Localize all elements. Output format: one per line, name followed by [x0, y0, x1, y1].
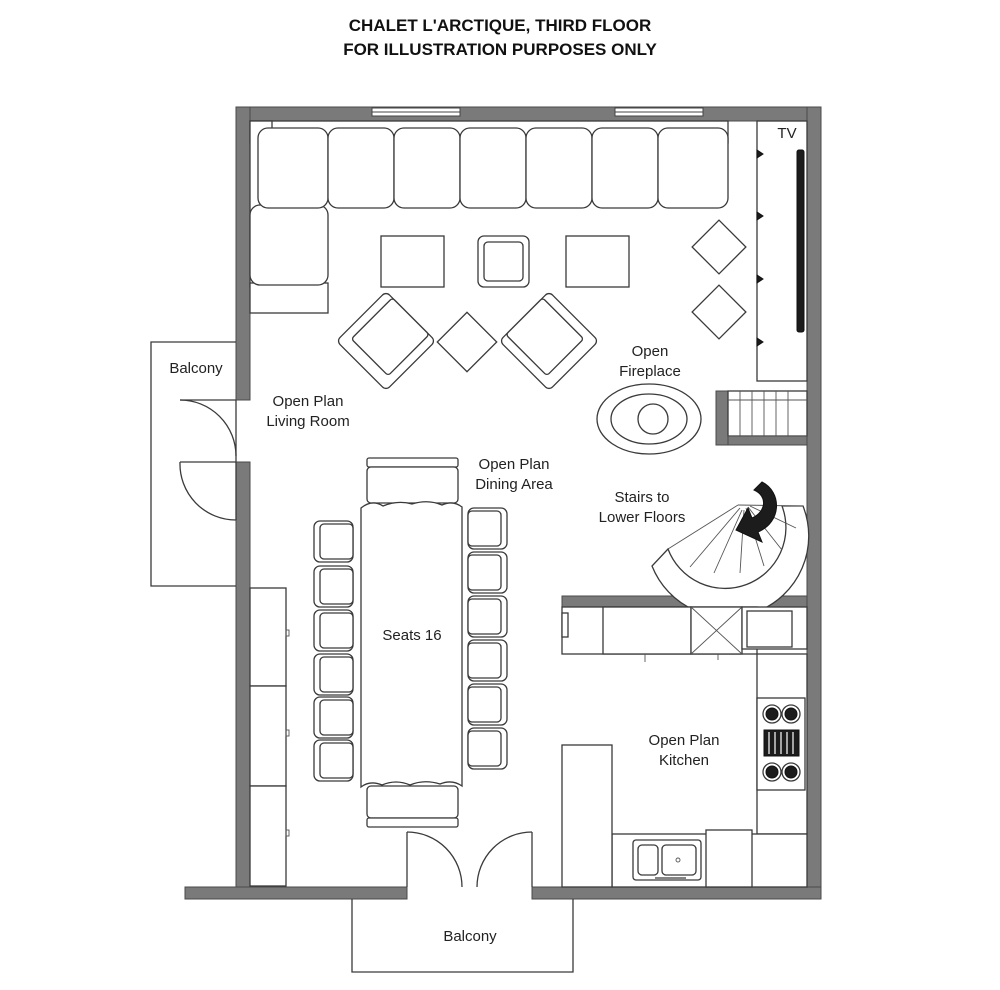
stairs-label-line2: Lower Floors: [599, 509, 686, 526]
fireplace: [596, 383, 702, 455]
coffee-tables: [380, 219, 747, 373]
living-room-label-line1: Open Plan: [273, 393, 344, 410]
dining-chairs-right: [467, 507, 508, 770]
balcony-south-label: Balcony: [443, 928, 497, 945]
balcony-west: Balcony: [150, 341, 236, 587]
outer-walls: [184, 106, 822, 900]
double-door-icon[interactable]: [179, 399, 237, 521]
cooktop-icon: [756, 697, 806, 791]
double-door-icon[interactable]: [406, 831, 533, 888]
curved-arrow-icon: [735, 481, 777, 543]
armchair-right: [500, 292, 598, 390]
balcony-south: Balcony: [351, 899, 574, 973]
stairs-label-line1: Stairs to: [614, 489, 669, 506]
tv-unit: TV: [756, 120, 808, 382]
dining-label-line1: Open Plan: [479, 456, 550, 473]
kitchen-label-line1: Open Plan: [649, 732, 720, 749]
sideboard: [249, 587, 290, 887]
corner-sofa: [249, 120, 729, 314]
dining-label-line2: Dining Area: [475, 476, 553, 493]
fireplace-label-line1: Open: [632, 343, 669, 360]
plan-title-line2: FOR ILLUSTRATION PURPOSES ONLY: [343, 40, 657, 59]
kitchen-label-line2: Kitchen: [659, 752, 709, 769]
sink-icon: [632, 839, 702, 881]
fireplace-label-line2: Fireplace: [619, 363, 681, 380]
table-label: Seats 16: [382, 627, 441, 644]
straight-stairs: [715, 390, 808, 446]
dining-chairs-left: [313, 520, 354, 782]
balcony-west-label: Balcony: [169, 360, 223, 377]
tv-label: TV: [777, 125, 796, 142]
armchair-left: [337, 292, 435, 390]
plan-title-line1: CHALET L'ARCTIQUE, THIRD FLOOR: [349, 16, 651, 35]
dining-table: Seats 16: [360, 457, 463, 828]
living-room-label-line2: Living Room: [266, 413, 349, 430]
